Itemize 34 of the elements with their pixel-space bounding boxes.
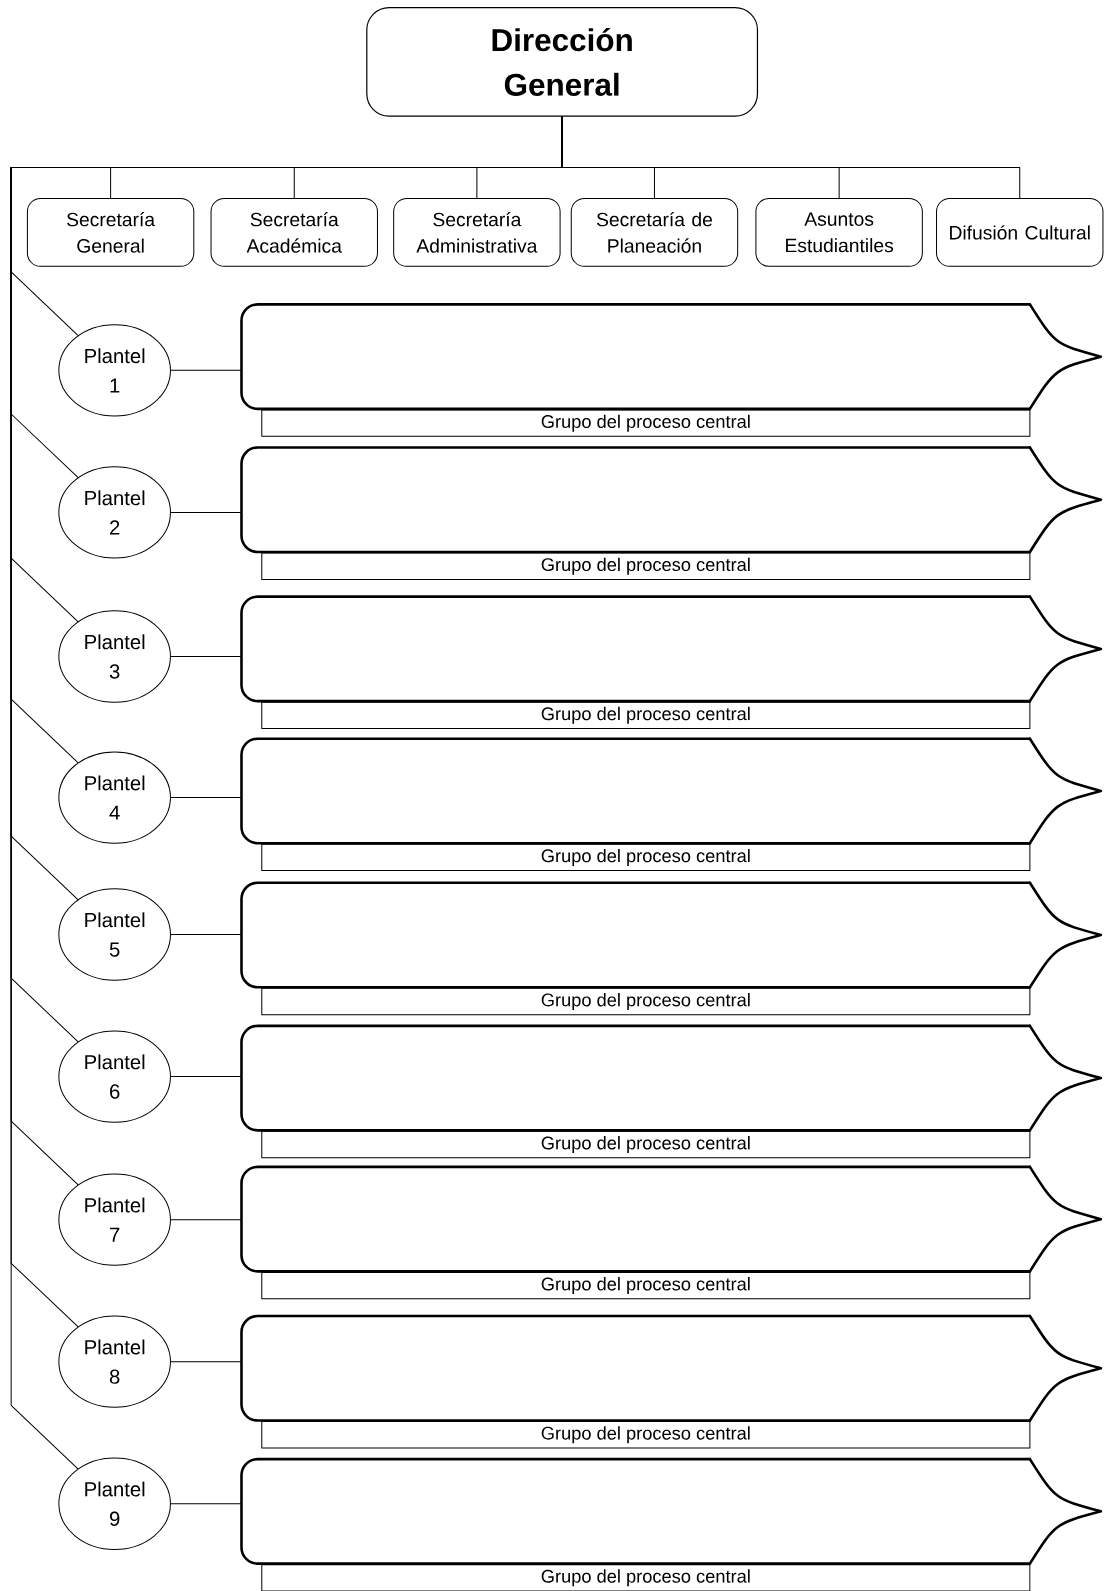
connector-line xyxy=(170,934,242,935)
department-box: Secretaría Académica xyxy=(210,197,378,267)
group-bar: Grupo del proceso central xyxy=(261,1130,1031,1159)
chevron-shape xyxy=(240,1024,1103,1132)
chevron-shape xyxy=(240,1314,1103,1422)
group-bar: Grupo del proceso central xyxy=(261,987,1031,1016)
chevron-shape xyxy=(240,737,1103,845)
connector-line xyxy=(170,1076,242,1078)
chevron-shape xyxy=(240,446,1103,554)
group-bar: Grupo del proceso central xyxy=(261,701,1031,730)
chevron-shape xyxy=(240,881,1103,989)
group-bar: Grupo del proceso central xyxy=(261,409,1031,437)
department-box: Secretaría General xyxy=(26,197,195,267)
group-bar: Grupo del proceso central xyxy=(261,1564,1031,1591)
connector-line xyxy=(170,511,242,513)
connector-line xyxy=(170,656,242,657)
department-box: Secretaría Administrativa xyxy=(393,197,561,267)
group-bar: Grupo del proceso central xyxy=(261,843,1031,872)
group-bar: Grupo del proceso central xyxy=(261,1421,1031,1449)
chevron-shape xyxy=(240,1165,1103,1273)
group-bar: Grupo del proceso central xyxy=(261,552,1031,580)
connector-line xyxy=(170,1219,242,1221)
department-box: Difusión Cultural xyxy=(936,197,1104,267)
department-box: Secretaría de Planeación xyxy=(570,197,739,267)
group-bar: Grupo del proceso central xyxy=(261,1271,1031,1300)
connector-line xyxy=(170,369,242,371)
chevron-shape xyxy=(240,303,1103,411)
connector-line xyxy=(170,1503,242,1505)
chevron-shape xyxy=(240,1457,1103,1565)
chevron-shape xyxy=(240,595,1103,703)
department-box: Asuntos Estudiantiles xyxy=(755,197,923,267)
title-box: Dirección General xyxy=(366,7,759,117)
connector-line xyxy=(170,797,242,799)
connector-line xyxy=(170,1361,242,1363)
